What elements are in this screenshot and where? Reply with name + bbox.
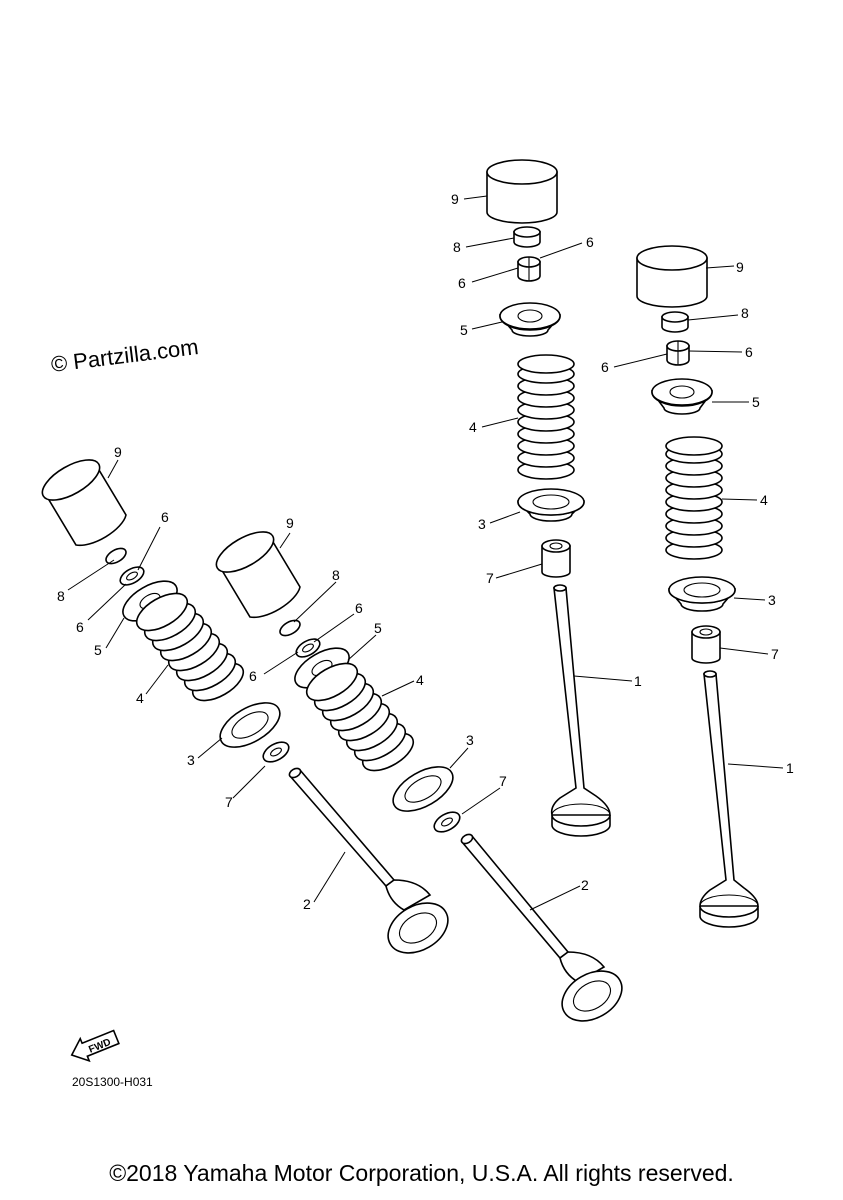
part-adjusting-pad xyxy=(661,311,689,333)
part-spring-retainer xyxy=(651,378,713,415)
part-intake-valve xyxy=(699,670,759,928)
part-valve-spring xyxy=(305,662,415,772)
forward-direction-arrow: FWD xyxy=(70,1029,120,1063)
part-exhaust-valve xyxy=(288,767,449,954)
part-spring-retainer xyxy=(499,302,561,337)
callout-6: 6 xyxy=(586,234,594,250)
callout-4: 4 xyxy=(416,672,424,688)
callout-7: 7 xyxy=(771,646,779,662)
valve-assembly-middle xyxy=(215,531,623,1022)
part-valve-spring xyxy=(135,592,245,702)
callout-6: 6 xyxy=(76,619,84,635)
part-valve-lifter xyxy=(215,531,301,619)
callout-6: 6 xyxy=(745,344,753,360)
callout-2: 2 xyxy=(303,896,311,912)
callout-7: 7 xyxy=(499,773,507,789)
part-valve-cotter xyxy=(119,566,145,586)
callout-6: 6 xyxy=(249,668,257,684)
callout-7: 7 xyxy=(225,794,233,810)
part-valve-stem-seal xyxy=(691,625,721,664)
part-valve-spring xyxy=(665,436,723,560)
callout-4: 4 xyxy=(469,419,477,435)
callout-8: 8 xyxy=(57,588,65,604)
callout-9: 9 xyxy=(451,191,459,207)
part-spring-seat xyxy=(219,702,281,748)
callout-5: 5 xyxy=(94,642,102,658)
callout-2: 2 xyxy=(581,877,589,893)
part-adjusting-pad xyxy=(105,547,127,565)
callout-labels: 9 8 6 6 5 4 3 7 1 9 8 6 6 5 4 3 7 1 9 6 … xyxy=(57,191,794,912)
valve-assembly-center xyxy=(486,159,611,837)
callout-6: 6 xyxy=(458,275,466,291)
part-valve-lifter xyxy=(636,245,708,308)
callout-6: 6 xyxy=(161,509,169,525)
part-spring-seat xyxy=(668,576,736,612)
callout-3: 3 xyxy=(466,732,474,748)
callout-1: 1 xyxy=(786,760,794,776)
callout-5: 5 xyxy=(460,322,468,338)
callout-8: 8 xyxy=(741,305,749,321)
callout-5: 5 xyxy=(752,394,760,410)
part-valve-lifter xyxy=(486,159,558,224)
callout-8: 8 xyxy=(332,567,340,583)
part-adjusting-pad xyxy=(279,619,301,637)
callout-7: 7 xyxy=(486,570,494,586)
part-spring-seat xyxy=(517,488,585,522)
callout-4: 4 xyxy=(760,492,768,508)
part-valve-stem-seal xyxy=(433,811,461,833)
callout-6: 6 xyxy=(601,359,609,375)
callout-6: 6 xyxy=(355,600,363,616)
callout-9: 9 xyxy=(114,444,122,460)
part-exhaust-valve xyxy=(460,833,623,1022)
valve-assembly-left xyxy=(41,459,449,954)
copyright-notice: ©2018 Yamaha Motor Corporation, U.S.A. A… xyxy=(109,1160,734,1186)
part-valve-cotter xyxy=(295,638,321,658)
leader-lines xyxy=(67,195,784,911)
callout-3: 3 xyxy=(187,752,195,768)
part-valve-lifter xyxy=(41,459,127,547)
callout-3: 3 xyxy=(478,516,486,532)
watermark-text: © Partzilla.com xyxy=(50,334,200,377)
callout-3: 3 xyxy=(768,592,776,608)
part-adjusting-pad xyxy=(513,226,541,248)
part-valve-cotter xyxy=(517,256,541,282)
callout-5: 5 xyxy=(374,620,382,636)
part-valve-cotter xyxy=(666,340,690,366)
part-valve-stem-seal xyxy=(541,539,571,578)
callout-9: 9 xyxy=(736,259,744,275)
diagram-code: 20S1300-H031 xyxy=(72,1075,153,1089)
part-intake-valve xyxy=(550,584,611,837)
callout-1: 1 xyxy=(634,673,642,689)
part-valve-stem-seal xyxy=(262,741,290,763)
part-valve-spring xyxy=(517,354,575,480)
callout-9: 9 xyxy=(286,515,294,531)
callout-8: 8 xyxy=(453,239,461,255)
callout-4: 4 xyxy=(136,690,144,706)
valve-assembly-right xyxy=(636,245,759,928)
part-spring-seat xyxy=(392,766,454,812)
